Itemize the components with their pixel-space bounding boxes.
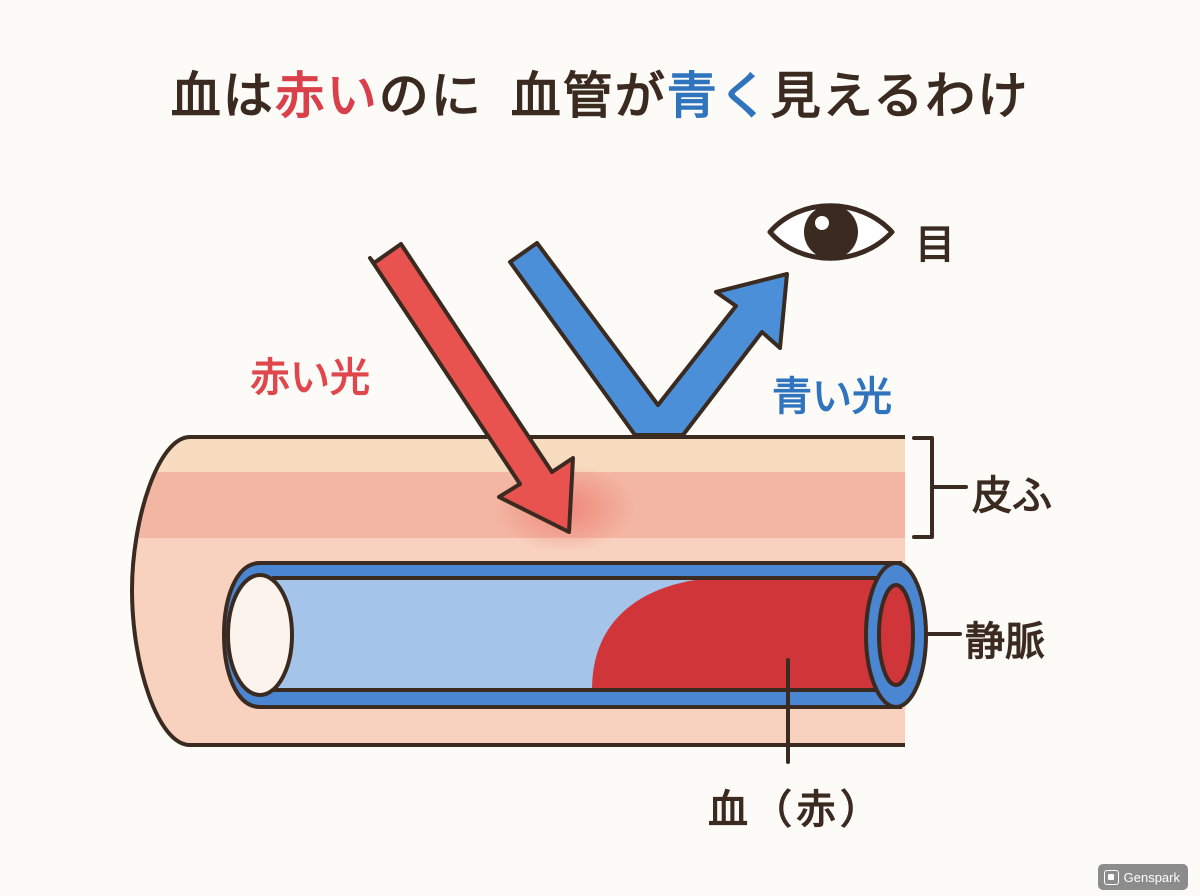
title-part1: 血は: [170, 67, 275, 125]
red-light-label: 赤い光: [250, 355, 370, 401]
red-light-arrow: [368, 242, 575, 534]
title-part4: 見えるわけ: [770, 67, 1030, 125]
title-red-word: 赤い: [274, 67, 379, 125]
brand-name: Genspark: [1123, 869, 1180, 885]
brand-icon: [1103, 869, 1119, 885]
blood-fill: [592, 578, 877, 690]
eye-label: 目: [915, 222, 955, 268]
blood-label: 血（赤）: [708, 787, 884, 833]
vein: [221, 561, 928, 709]
skin-label: 皮ふ: [972, 473, 1052, 519]
title-blue-word: 青く: [666, 67, 771, 125]
page-title: 血は赤いのに血管が青く見えるわけ: [0, 56, 1200, 128]
brand-badge[interactable]: Genspark: [1097, 864, 1188, 890]
blue-light-arrow: [508, 241, 789, 437]
vein-right-blood: [877, 583, 915, 687]
blue-light-label: 青い光: [772, 374, 892, 420]
eye-icon: [767, 203, 895, 261]
skin-outline: [130, 435, 905, 747]
skin-bracket: [912, 436, 968, 539]
title-part3: 血管が: [510, 67, 667, 125]
vein-label: 静脈: [965, 619, 1045, 665]
title-part2: のに: [378, 67, 483, 125]
vein-left-opening: [226, 573, 294, 697]
